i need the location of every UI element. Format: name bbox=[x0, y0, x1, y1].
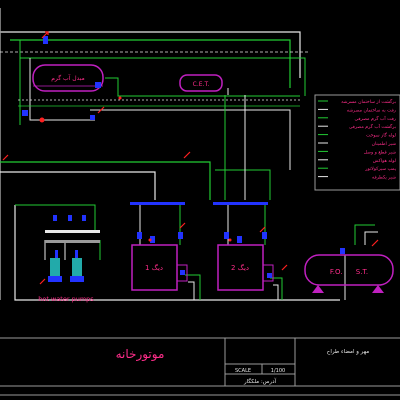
legend-item: شیر یکطرفه bbox=[372, 175, 396, 181]
boiler-1-label: دیگ 1 bbox=[145, 263, 163, 272]
hot-water-pumps: hot water pumps bbox=[38, 250, 94, 303]
legend-item: لوله گاز سوخت bbox=[366, 132, 396, 139]
flow-markers bbox=[2, 31, 379, 285]
fost-label: F.O. S.T. bbox=[330, 268, 368, 276]
headers bbox=[45, 202, 268, 243]
legend-item: لوله هواکش bbox=[373, 158, 396, 164]
drawing-title: موتورخانه bbox=[116, 347, 165, 362]
pumps-label: hot water pumps bbox=[38, 295, 94, 303]
boiler-2: دیگ 2 bbox=[217, 244, 274, 291]
boiler-1: دیگ 1 bbox=[131, 244, 188, 291]
legend-item: پمپ سیرکولاتور bbox=[364, 166, 396, 172]
heater-label: مبدل آب گرم bbox=[51, 73, 85, 82]
drawing-subtitle: آدرس: ملکگار bbox=[243, 378, 277, 385]
scale-value: 1/100 bbox=[271, 368, 285, 374]
legend-item: رفت به ساختمان مصرشه bbox=[347, 108, 396, 113]
valves bbox=[22, 36, 345, 278]
scale-label: SCALE bbox=[235, 368, 251, 374]
drawing-frame bbox=[0, 337, 400, 396]
legend-item: برگشت آب گرم مصرفی bbox=[349, 123, 396, 130]
cet-label: C.E.T. bbox=[193, 81, 210, 88]
legend-item: برگشت از ساختمان مسرشه bbox=[341, 98, 396, 105]
legend-box bbox=[314, 94, 400, 191]
legend: برگشت از ساختمان مسرشه رفت به ساختمان مصر… bbox=[318, 98, 397, 181]
heat-exchanger: مبدل آب گرم bbox=[32, 64, 104, 92]
legend-item: شیر اطمینان bbox=[372, 142, 397, 147]
expansion-tank: C.E.T. bbox=[179, 74, 223, 92]
sheet-info: مهر و امضاء طراح bbox=[327, 349, 369, 355]
boiler-2-label: دیگ 2 bbox=[231, 263, 249, 272]
legend-item: شیر قطع و وصل bbox=[364, 150, 397, 155]
legend-item: رفت آب گرم مصرفی bbox=[355, 115, 396, 122]
red-dots bbox=[39, 96, 232, 242]
fuel-oil-tank: F.O. S.T. bbox=[304, 254, 394, 293]
